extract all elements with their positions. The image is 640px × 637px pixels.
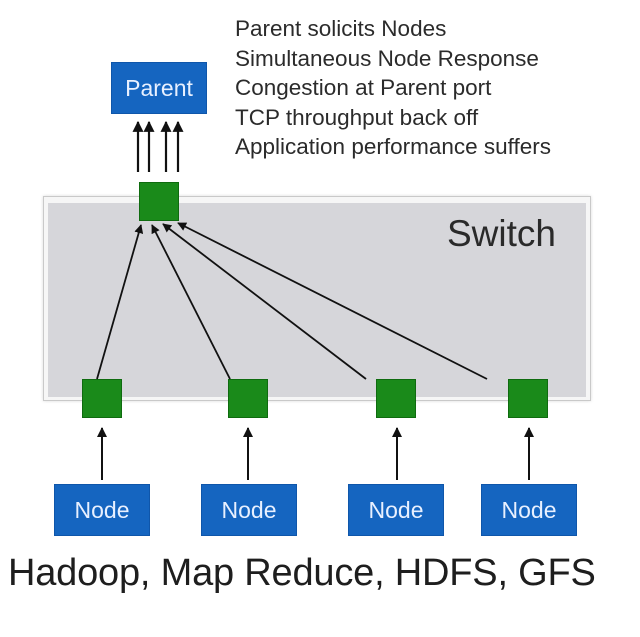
node-port-3 bbox=[376, 379, 416, 418]
bullet-item: Congestion at Parent port bbox=[235, 75, 492, 100]
fan-in-arrow bbox=[151, 224, 231, 380]
caption: Hadoop, Map Reduce, HDFS, GFS bbox=[8, 552, 596, 594]
node-label: Node bbox=[501, 496, 557, 523]
bullet-list: Parent solicits Nodes Simultaneous Node … bbox=[235, 14, 551, 162]
node-label: Node bbox=[221, 496, 277, 523]
bullet-item: TCP throughput back off bbox=[235, 104, 479, 130]
fan-in-arrow bbox=[177, 222, 488, 380]
node-port-2 bbox=[228, 379, 268, 418]
bullet-item: Parent solicits Nodes bbox=[235, 16, 447, 41]
node-box-1: Node bbox=[54, 484, 150, 536]
node-box-3: Node bbox=[348, 484, 444, 536]
node-box-4: Node bbox=[481, 484, 577, 536]
node-label: Node bbox=[74, 496, 130, 523]
parent-port bbox=[139, 182, 179, 221]
parent-label: Parent bbox=[125, 74, 193, 101]
node-box-2: Node bbox=[201, 484, 297, 536]
fan-in-arrow bbox=[96, 224, 144, 380]
node-port-1 bbox=[82, 379, 122, 418]
fan-in-arrow bbox=[162, 223, 367, 380]
node-label: Node bbox=[368, 496, 424, 523]
bullet-item: Application performance suffers bbox=[235, 134, 551, 159]
switch-label: Switch bbox=[447, 213, 556, 254]
parent-box: Parent bbox=[111, 62, 207, 114]
bullet-item: Simultaneous Node Response bbox=[235, 45, 539, 71]
node-port-4 bbox=[508, 379, 548, 418]
